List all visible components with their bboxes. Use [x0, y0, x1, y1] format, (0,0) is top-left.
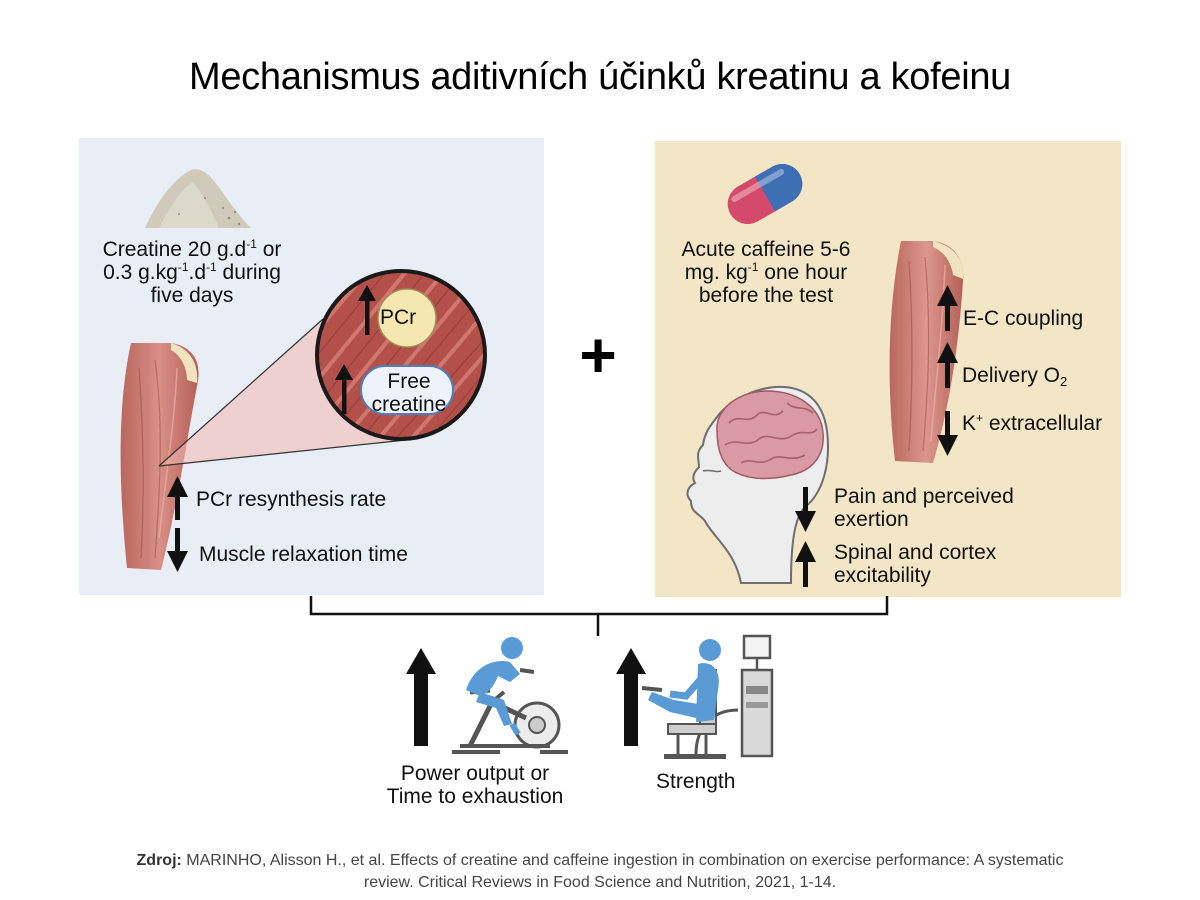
dynamometer-icon [641, 634, 774, 759]
caffeine-illustration [686, 164, 964, 587]
source-citation: Zdroj: MARINHO, Alisson H., et al. Effec… [136, 852, 1064, 891]
pcr-resynthesis-label: PCr resynthesis rate [196, 488, 387, 511]
k-extracellular-down-arrow [937, 411, 958, 456]
pcr-up-arrow [358, 285, 376, 335]
power-output-up-arrow [406, 648, 436, 746]
spinal-up-arrow [795, 541, 816, 587]
plus-sign: + [579, 319, 617, 391]
pcr-label: PCr [380, 306, 417, 329]
k-extracellular-label: K+ extracellular [962, 411, 1103, 435]
pain-exertion-label: Pain and perceived exertion [834, 485, 1014, 531]
head-brain-icon [686, 385, 829, 584]
free-creatine-label: Free creatine [371, 370, 447, 416]
strength-label: Strength [656, 770, 736, 793]
free-creatine-up-arrow [335, 364, 353, 414]
caffeine-dose-text: Acute caffeine 5-6 mg. kg-1 one hour bef… [681, 238, 851, 307]
leg-muscle-icon [120, 343, 199, 570]
muscle-relaxation-label: Muscle relaxation time [199, 543, 408, 566]
pcr-resynthesis-up-arrow [167, 476, 188, 520]
cyclist-icon [452, 637, 568, 754]
ec-coupling-label: E-C coupling [963, 307, 1084, 330]
delivery-o2-up-arrow [937, 342, 958, 388]
delivery-o2-label: Delivery O2 [962, 364, 1068, 389]
spinal-cortex-label: Spinal and cortex excitability [834, 541, 997, 587]
strength-up-arrow [616, 648, 646, 746]
creatine-dose-text: Creatine 20 g.d-1 or 0.3 g.kg-1.d-1 duri… [102, 237, 282, 307]
creatine-illustration [120, 169, 487, 572]
pain-down-arrow [795, 487, 816, 532]
source-label: Zdroj: [136, 852, 182, 869]
creatine-powder-icon [145, 169, 251, 228]
caffeine-capsule-icon [727, 164, 803, 224]
free-creatine-molecule [360, 365, 454, 415]
power-output-label: Power output or Time to exhaustion [386, 762, 564, 808]
ec-coupling-up-arrow [937, 285, 958, 331]
page-title: Mechanismus aditivních účinků kreatinu a… [188, 56, 1012, 98]
muscle-relaxation-down-arrow [167, 528, 188, 572]
pcr-molecule [377, 288, 437, 348]
combination-bracket [309, 596, 889, 636]
outcomes-illustration [406, 634, 774, 759]
